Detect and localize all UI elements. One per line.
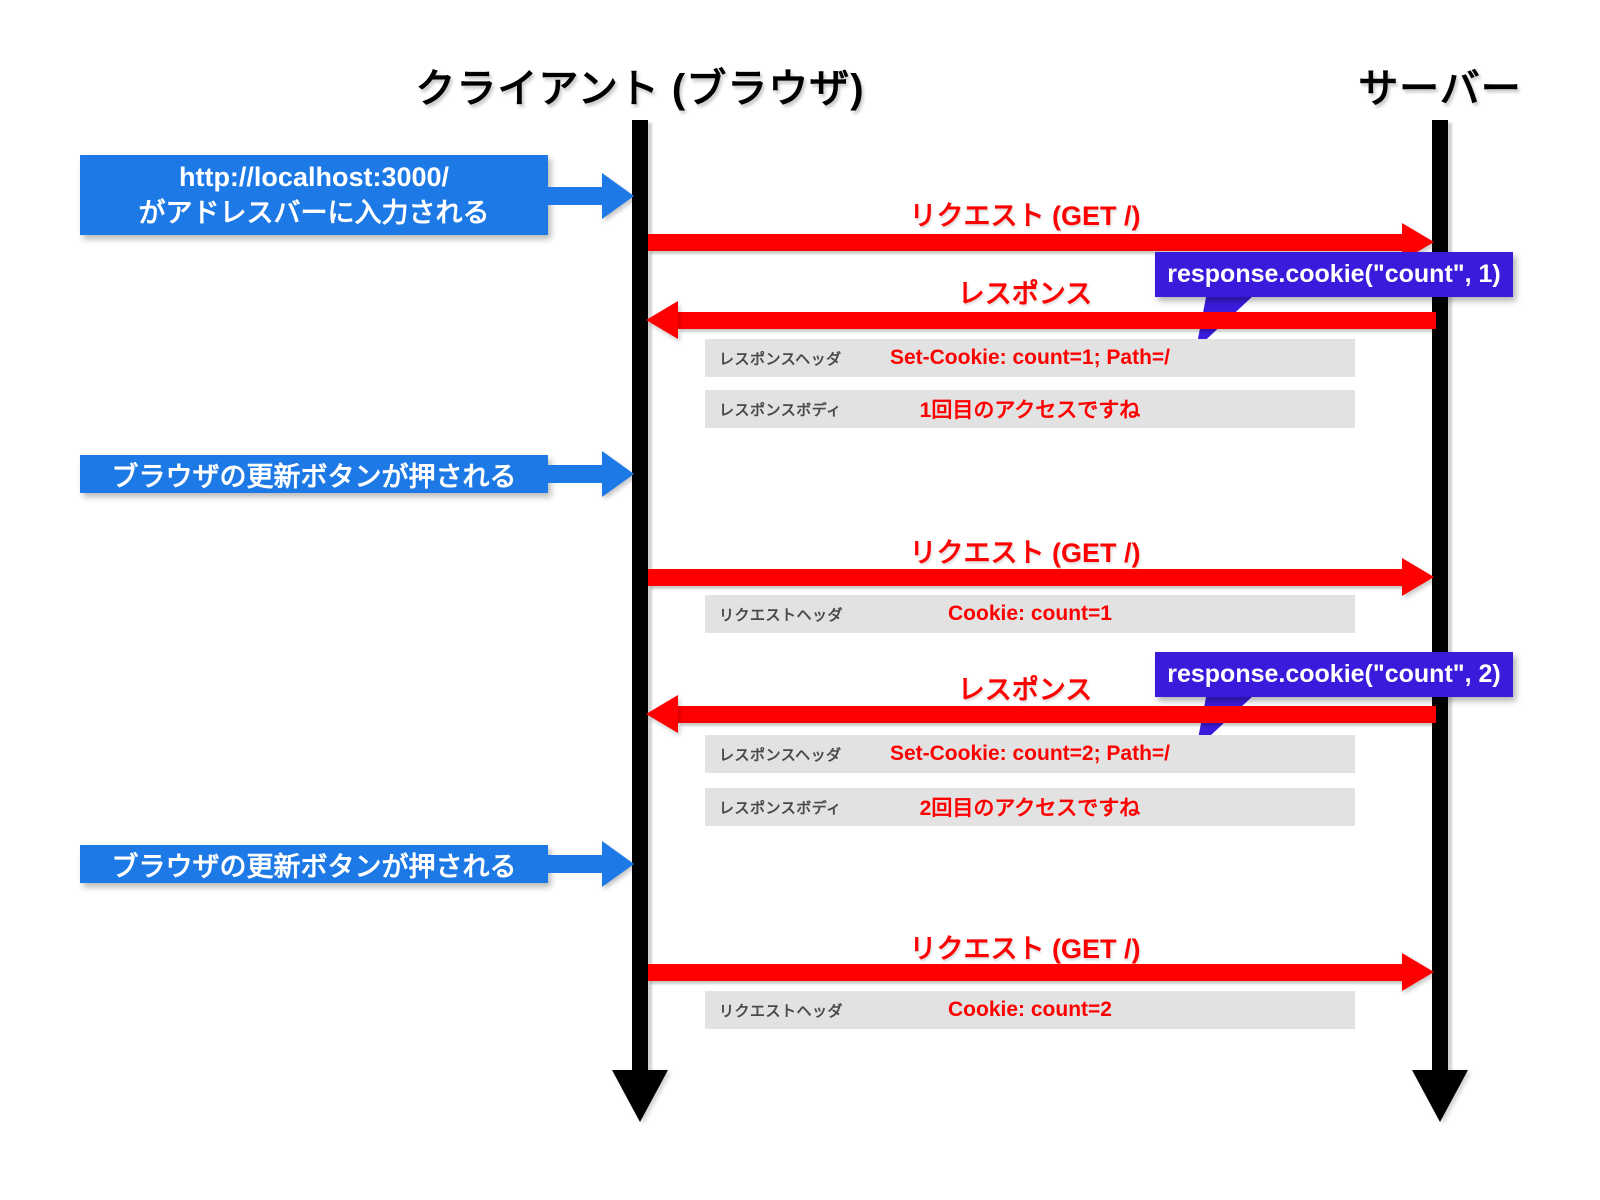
- request2-header-row: リクエストヘッダ Cookie: count=1: [705, 595, 1355, 633]
- request2-arrow-icon: [1402, 558, 1434, 596]
- note-refresh2-text: ブラウザの更新ボタンが押される: [111, 851, 517, 882]
- response1-body-row: レスポンスボディ 1回目のアクセスですね: [705, 390, 1355, 428]
- response1-body-row-value: 1回目のアクセスですね: [919, 399, 1141, 422]
- client-lifeline: [632, 120, 648, 1070]
- request3-header-row-label: リクエストヘッダ: [719, 1002, 844, 1020]
- note-url-line2: がアドレスバーに入力される: [138, 198, 490, 228]
- client-lifeline-arrowhead-icon: [612, 1070, 668, 1122]
- request3-header-row-value: Cookie: count=2: [948, 998, 1112, 1021]
- request1-label: リクエスト (GET /): [909, 201, 1141, 231]
- response1-arrow-shaft: [678, 312, 1436, 329]
- response1-header-row: レスポンスヘッダ Set-Cookie: count=1; Path=/: [705, 339, 1355, 377]
- note-url-entered: http://localhost:3000/ がアドレスバーに入力される: [80, 155, 548, 235]
- callout-response-cookie-1: response.cookie("count", 1): [1155, 252, 1513, 297]
- response1-body-row-label: レスポンスボディ: [719, 401, 842, 419]
- request3-arrow-shaft: [648, 964, 1402, 981]
- note-url-line1: http://localhost:3000/: [178, 161, 450, 192]
- request3-label: リクエスト (GET /): [909, 934, 1141, 964]
- note2-arrow-shaft: [548, 465, 602, 483]
- response1-header-row-value: Set-Cookie: count=1; Path=/: [889, 346, 1171, 369]
- request2-label: リクエスト (GET /): [909, 538, 1141, 568]
- note-refresh1-text: ブラウザの更新ボタンが押される: [111, 461, 517, 492]
- response1-arrow-icon: [646, 301, 678, 339]
- response2-body-row: レスポンスボディ 2回目のアクセスですね: [705, 788, 1355, 826]
- note3-arrow-icon: [602, 841, 634, 887]
- note-refresh-pressed-1: ブラウザの更新ボタンが押される: [80, 455, 548, 493]
- response1-label: レスポンス: [957, 279, 1093, 309]
- note-refresh-pressed-2: ブラウザの更新ボタンが押される: [80, 845, 548, 883]
- request1-arrow-shaft: [648, 234, 1402, 251]
- response2-header-row-value: Set-Cookie: count=2; Path=/: [889, 742, 1171, 765]
- response2-header-row: レスポンスヘッダ Set-Cookie: count=2; Path=/: [705, 735, 1355, 773]
- response2-arrow-shaft: [678, 706, 1436, 723]
- request3-header-row: リクエストヘッダ Cookie: count=2: [705, 991, 1355, 1029]
- callout-response-cookie-2: response.cookie("count", 2): [1155, 652, 1513, 697]
- request2-header-row-label: リクエストヘッダ: [719, 606, 844, 624]
- response1-header-row-label: レスポンスヘッダ: [719, 350, 842, 368]
- note1-arrow-icon: [602, 173, 634, 219]
- request2-arrow-shaft: [648, 569, 1402, 586]
- note1-arrow-shaft: [548, 187, 602, 205]
- note2-arrow-icon: [602, 451, 634, 497]
- request3-arrow-icon: [1402, 953, 1434, 991]
- client-actor-title: クライアント (ブラウザ): [415, 67, 865, 111]
- response2-body-row-value: 2回目のアクセスですね: [919, 797, 1141, 820]
- response2-header-row-label: レスポンスヘッダ: [719, 746, 842, 764]
- request2-header-row-value: Cookie: count=1: [948, 602, 1112, 625]
- server-lifeline: [1432, 120, 1448, 1070]
- server-actor-title: サーバー: [1358, 67, 1522, 111]
- response2-body-row-label: レスポンスボディ: [719, 799, 842, 817]
- server-lifeline-arrowhead-icon: [1412, 1070, 1468, 1122]
- note3-arrow-shaft: [548, 855, 602, 873]
- response2-label: レスポンス: [957, 675, 1093, 705]
- response2-arrow-icon: [646, 695, 678, 733]
